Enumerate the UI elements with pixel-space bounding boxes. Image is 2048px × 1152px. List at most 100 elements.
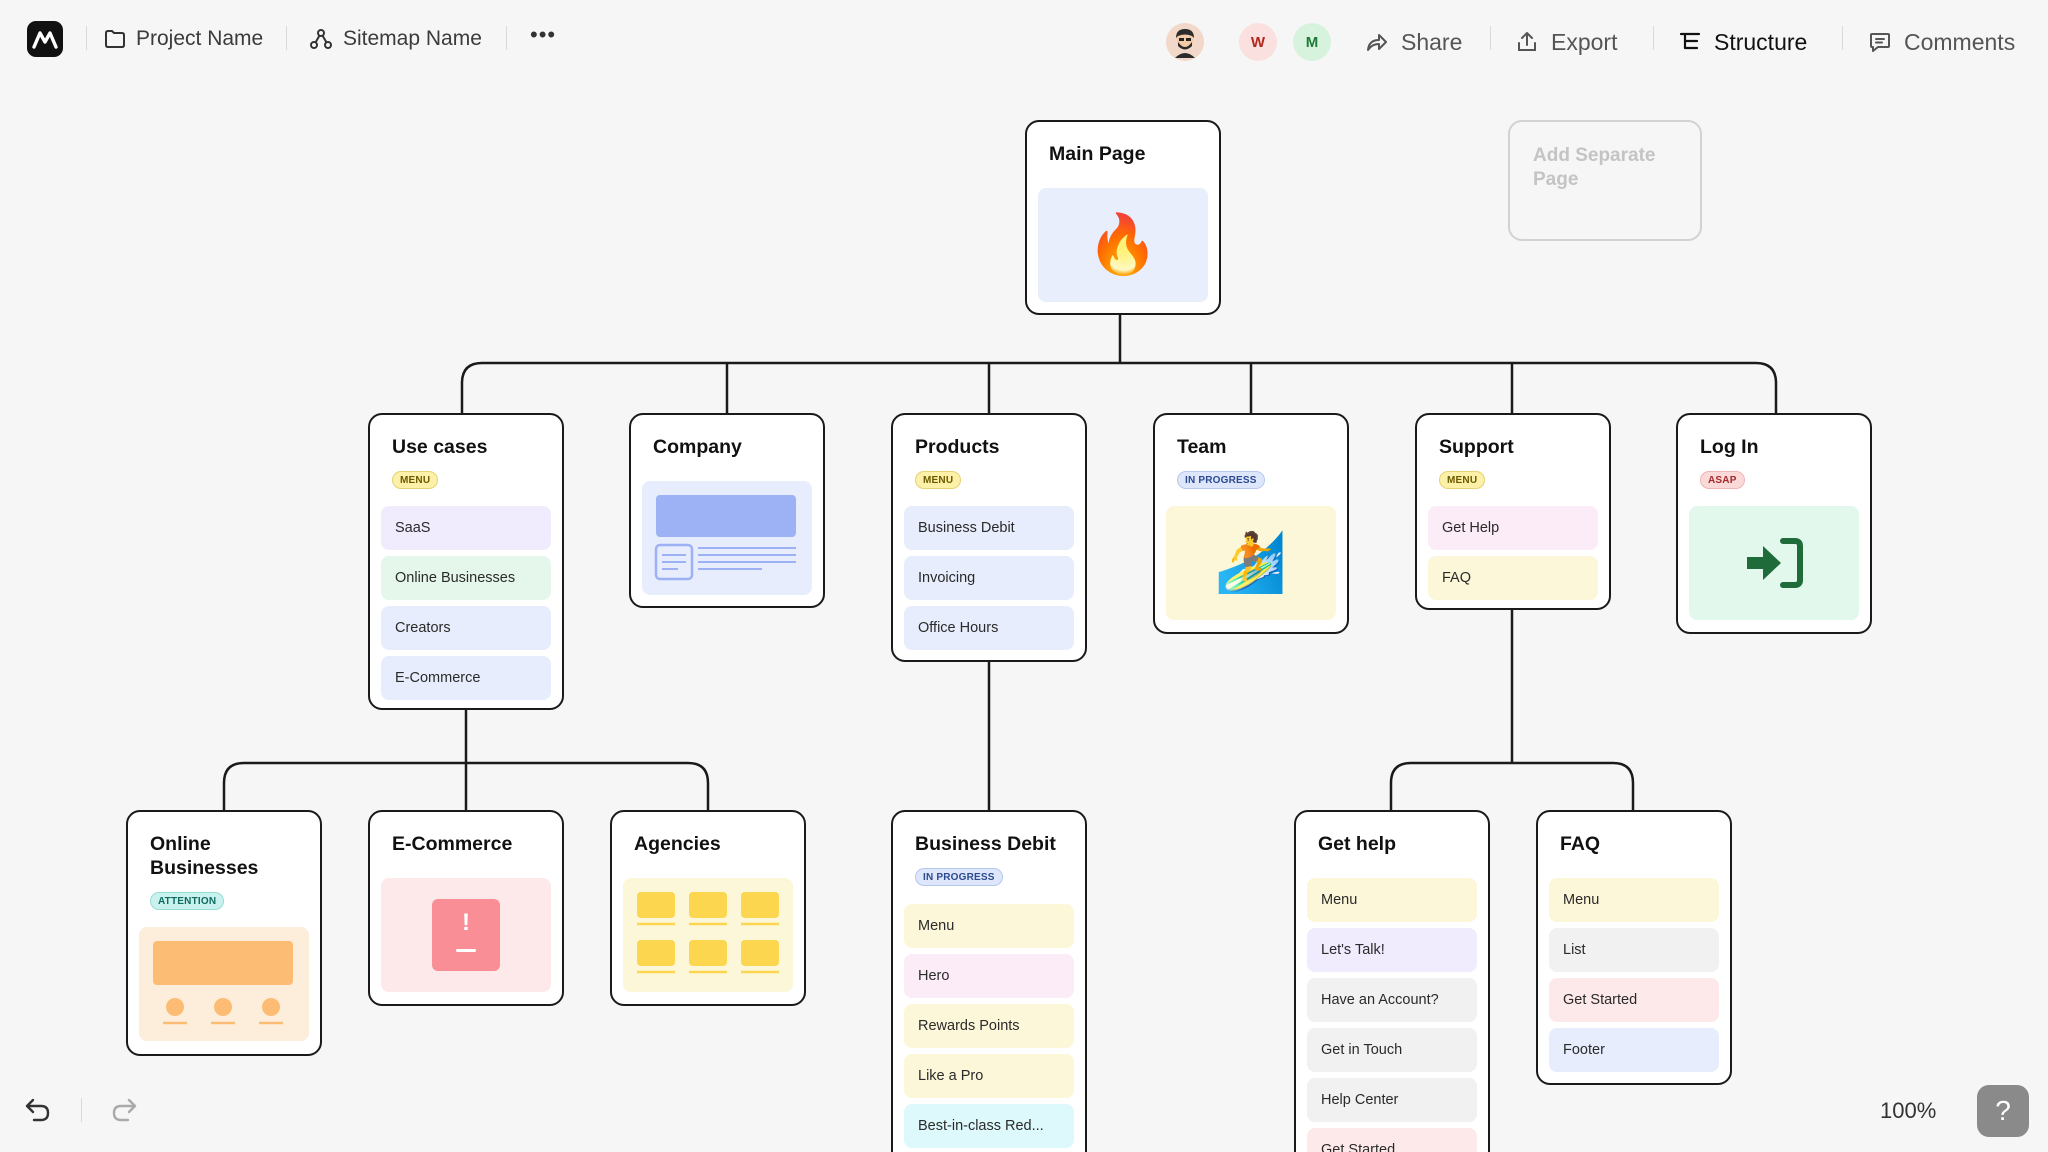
project-name-label: Project Name [136,27,264,50]
card-main-page[interactable]: Main Page 🔥 [1025,120,1221,315]
section-row[interactable]: SaaS [381,506,551,550]
section-row[interactable]: Menu [1549,878,1719,922]
section-row[interactable]: Rewards Points [904,1004,1074,1048]
login-preview [1689,506,1859,620]
card-title: Online Businesses [150,833,259,879]
avatar-m[interactable]: M [1293,23,1331,61]
user-face-icon [1175,29,1195,58]
card-title: Agencies [634,833,721,855]
export-label: Export [1551,28,1618,55]
sitemap-name-label: Sitemap Name [343,27,482,50]
avatar-user-photo[interactable] [1166,23,1204,61]
more-options-button[interactable]: ••• [530,22,557,47]
section-row[interactable]: Invoicing [904,556,1074,600]
section-row[interactable]: Business Debit [904,506,1074,550]
avatar-w[interactable]: W [1239,23,1277,61]
redo-icon[interactable] [110,1097,138,1123]
export-button[interactable]: Export [1515,24,1617,60]
status-badge: IN PROGRESS [915,868,1003,886]
status-badge: MENU [1439,471,1486,489]
card-faq[interactable]: FAQ Menu List Get Started Footer [1536,810,1732,1085]
section-row[interactable]: Hero [904,954,1074,998]
section-row[interactable]: Like a Pro [904,1054,1074,1098]
surfer-icon: 🏄 [1214,530,1288,595]
online-businesses-preview [139,927,309,1041]
undo-icon[interactable] [24,1097,52,1123]
features-layout-icon [153,941,293,1025]
zoom-level[interactable]: 100% [1880,1098,1937,1123]
card-use-cases[interactable]: Use cases MENU SaaS Online Businesses Cr… [368,413,564,710]
status-badge: IN PROGRESS [1177,471,1265,489]
folder-icon [105,30,125,48]
card-title: FAQ [1560,833,1601,855]
structure-label: Structure [1714,28,1808,55]
comments-button[interactable]: Comments [1868,24,2015,60]
card-agencies[interactable]: Agencies [610,810,806,1006]
share-button[interactable]: Share [1365,24,1462,60]
structure-icon [1679,32,1701,50]
section-row[interactable]: Help Center [1307,1078,1477,1122]
status-badge: ATTENTION [150,892,225,910]
section-row[interactable]: Menu [1307,878,1477,922]
card-products[interactable]: Products MENU Business Debit Invoicing O… [891,413,1087,662]
section-row[interactable]: Online Businesses [381,556,551,600]
add-separate-page-card[interactable]: Add Separate Page [1508,120,1702,241]
grid-layout-icon [637,892,779,974]
main-page-preview: 🔥 [1038,188,1208,302]
help-button[interactable]: ? [1977,1085,2029,1137]
card-get-help[interactable]: Get help Menu Let's Talk! Have an Accoun… [1294,810,1490,1152]
card-log-in[interactable]: Log In ASAP [1676,413,1872,634]
sitemap-name-button[interactable]: Sitemap Name [309,22,482,56]
sitemap-icon [310,29,332,49]
card-title: Products [915,436,1000,458]
top-toolbar: Project Name Sitemap Name ••• W M Share [0,0,2048,80]
company-preview [642,481,812,595]
card-business-debit[interactable]: Business Debit IN PROGRESS Menu Hero Rew… [891,810,1087,1152]
section-row[interactable]: Creators [381,606,551,650]
comments-label: Comments [1904,28,2016,55]
status-badge: MENU [915,471,962,489]
logo-icon [32,31,58,49]
section-row[interactable]: FAQ [1428,556,1598,600]
card-title: E-Commerce [392,833,513,855]
section-row[interactable]: Office Hours [904,606,1074,650]
section-row[interactable]: E-Commerce [381,656,551,700]
card-title: Get help [1318,833,1397,855]
agencies-preview [623,878,793,992]
card-e-commerce[interactable]: E-Commerce ! [368,810,564,1006]
export-icon [1518,32,1536,51]
card-title: Log In [1700,436,1759,458]
section-row[interactable]: Have an Account? [1307,978,1477,1022]
card-support[interactable]: Support MENU Get Help FAQ [1415,413,1611,610]
section-row[interactable]: Get Started [1549,978,1719,1022]
project-name-button[interactable]: Project Name [104,22,263,56]
section-row[interactable]: Footer [1549,1028,1719,1072]
section-row[interactable]: Get in Touch [1307,1028,1477,1072]
card-title: Business Debit [915,833,1056,855]
section-row[interactable]: Let's Talk! [1307,928,1477,972]
structure-button[interactable]: Structure [1678,24,1807,60]
e-commerce-preview: ! [381,878,551,992]
card-title: Company [653,436,742,458]
section-row[interactable]: List [1549,928,1719,972]
card-title: Support [1439,436,1514,458]
status-badge: ASAP [1700,471,1745,489]
card-title: Main Page [1049,143,1146,165]
card-online-businesses[interactable]: Online Businesses ATTENTION [126,810,322,1056]
card-team[interactable]: Team IN PROGRESS 🏄 [1153,413,1349,634]
alert-mark: ! [462,909,470,936]
status-badge: MENU [392,471,439,489]
app-logo[interactable] [27,21,63,57]
comment-icon [1870,33,1890,52]
section-row[interactable]: Best-in-class Red... [904,1104,1074,1148]
card-title: Use cases [392,436,488,458]
section-row[interactable]: Get Started [1307,1128,1477,1152]
card-company[interactable]: Company [629,413,825,608]
section-row[interactable]: Menu [904,904,1074,948]
alert-icon: ! [432,899,500,971]
content-layout-icon [654,495,796,581]
share-label: Share [1401,28,1463,55]
team-preview: 🏄 [1166,506,1336,620]
section-row[interactable]: Get Help [1428,506,1598,550]
